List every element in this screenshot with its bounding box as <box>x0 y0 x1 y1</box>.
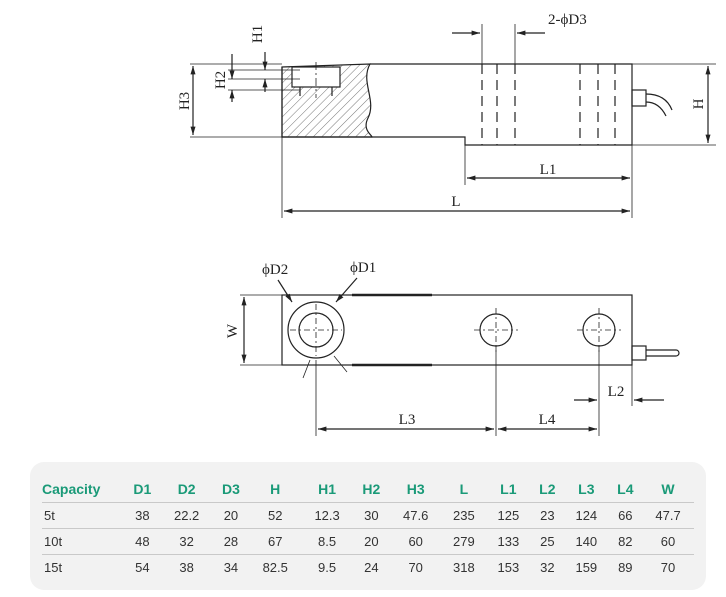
table-cell: 70 <box>642 554 694 580</box>
col-header: L3 <box>578 481 595 497</box>
table-cell: 124 <box>564 502 609 529</box>
spec-table-header: Capacity D1 D2 D3 H H1 H2 H3 L L1 L2 L3 … <box>42 476 694 503</box>
table-cell: 52 <box>249 502 302 529</box>
table-cell: 125 <box>486 502 531 529</box>
table-cell: 48 <box>124 528 161 555</box>
table-cell: 153 <box>486 554 531 580</box>
cable <box>645 93 673 117</box>
table-cell: 12.3 <box>301 502 354 529</box>
col-header: D2 <box>177 481 196 497</box>
table-cell: 28 <box>212 528 250 555</box>
col-header: D1 <box>133 481 152 497</box>
table-cell: 318 <box>441 554 487 580</box>
table-cell: 15t <box>42 554 124 580</box>
spec-table: Capacity D1 D2 D3 H H1 H2 H3 L L1 L2 L3 … <box>42 476 694 580</box>
label-d3: 2-ϕD3 <box>548 12 587 28</box>
table-cell: 47.6 <box>389 502 442 529</box>
table-cell: 20 <box>212 502 250 529</box>
col-header: D3 <box>221 481 240 497</box>
side-view <box>190 24 716 218</box>
col-header: H2 <box>362 481 381 497</box>
table-cell: 47.7 <box>642 502 694 529</box>
table-cell: 25 <box>530 528 565 555</box>
table-cell: 66 <box>608 502 643 529</box>
table-cell: 32 <box>160 528 213 555</box>
label-l2: L2 <box>608 384 625 400</box>
table-cell: 54 <box>124 554 161 580</box>
label-w: W <box>225 323 241 338</box>
table-cell: 82.5 <box>249 554 302 580</box>
table-cell: 38 <box>124 502 161 529</box>
table-cell: 24 <box>353 554 390 580</box>
col-header: W <box>661 481 675 497</box>
table-row: 10t 48 32 28 67 8.5 20 60 279 133 25 140… <box>42 528 694 555</box>
table-row: 15t 54 38 34 82.5 9.5 24 70 318 153 32 1… <box>42 554 694 580</box>
col-header: H1 <box>318 481 337 497</box>
table-cell: 5t <box>42 502 124 529</box>
col-header: L <box>459 481 469 497</box>
label-h: H <box>691 98 707 109</box>
col-header: H <box>270 481 281 497</box>
table-cell: 279 <box>441 528 487 555</box>
table-cell: 133 <box>486 528 531 555</box>
table-row: 5t 38 22.2 20 52 12.3 30 47.6 235 125 23… <box>42 502 694 529</box>
table-cell: 67 <box>249 528 302 555</box>
table-cell: 32 <box>530 554 565 580</box>
table-cell: 34 <box>212 554 250 580</box>
table-cell: 60 <box>389 528 442 555</box>
table-cell: 20 <box>353 528 390 555</box>
cable-gland <box>631 89 647 107</box>
table-cell: 70 <box>389 554 442 580</box>
label-l4: L4 <box>539 412 556 428</box>
label-h2: H2 <box>213 71 229 89</box>
table-cell: 22.2 <box>160 502 213 529</box>
table-cell: 89 <box>608 554 643 580</box>
hole-d2 <box>287 301 345 359</box>
col-header: L1 <box>500 481 517 497</box>
label-l1: L1 <box>540 162 557 178</box>
table-cell: 82 <box>608 528 643 555</box>
table-cell: 60 <box>642 528 694 555</box>
col-header: L4 <box>617 481 634 497</box>
top-view-outline <box>281 294 633 366</box>
top-view <box>240 277 680 436</box>
load-cell-drawing: H1 H2 H3 H 2-ϕD3 L1 L <box>177 12 716 436</box>
label-l3: L3 <box>399 412 416 428</box>
top-cable-gland <box>631 345 647 361</box>
table-cell: 38 <box>160 554 213 580</box>
label-h1: H1 <box>250 25 266 43</box>
col-header: L2 <box>539 481 556 497</box>
table-cell: 8.5 <box>301 528 354 555</box>
table-cell: 10t <box>42 528 124 555</box>
table-cell: 9.5 <box>301 554 354 580</box>
table-cell: 140 <box>564 528 609 555</box>
label-d1: ϕD1 <box>350 260 376 276</box>
table-cell: 30 <box>353 502 390 529</box>
table-cell: 159 <box>564 554 609 580</box>
spec-table-panel: Capacity D1 D2 D3 H H1 H2 H3 L L1 L2 L3 … <box>30 462 706 590</box>
table-cell: 235 <box>441 502 487 529</box>
label-l: L <box>451 194 460 210</box>
label-d2: ϕD2 <box>262 262 288 278</box>
table-cell: 23 <box>530 502 565 529</box>
col-header: Capacity <box>42 481 101 497</box>
col-header: H3 <box>406 481 425 497</box>
label-h3: H3 <box>177 92 193 110</box>
